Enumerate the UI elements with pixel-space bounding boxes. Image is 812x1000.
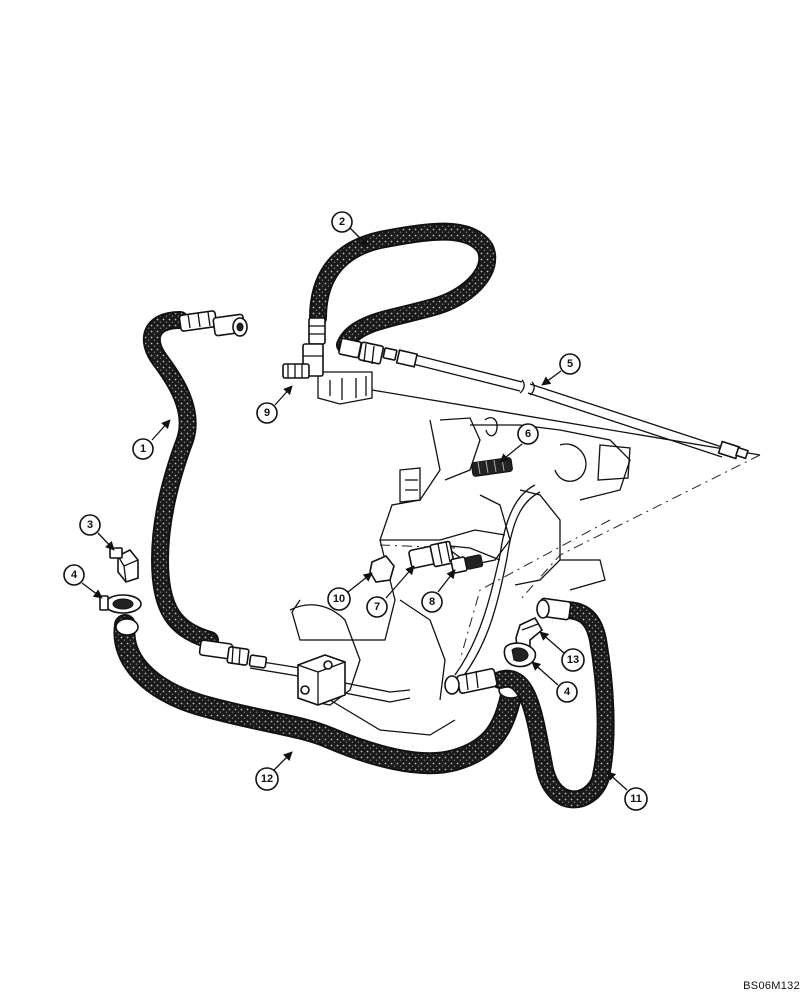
- callout-4-left: 4: [63, 564, 85, 586]
- callout-3: 3: [79, 514, 101, 536]
- plug-10: [369, 555, 395, 583]
- callout-9: 9: [256, 402, 278, 424]
- svg-text:12: 12: [261, 773, 273, 785]
- sensor-6: [471, 457, 513, 477]
- hose-11: [491, 601, 615, 809]
- hose-12: [113, 614, 524, 775]
- clamp-4-right: [503, 642, 537, 668]
- callout-13: 13: [561, 648, 585, 672]
- svg-text:6: 6: [525, 428, 531, 440]
- leader-lines: [81, 227, 628, 791]
- callout-6: 6: [517, 423, 539, 445]
- elbow-fitting-3: [109, 547, 139, 583]
- svg-text:10: 10: [333, 593, 345, 605]
- clamp-4-left: [99, 594, 142, 614]
- reference-line: [379, 544, 456, 549]
- reference-line: [459, 519, 611, 661]
- callout-8: 8: [421, 591, 443, 613]
- callout-1: 1: [132, 438, 154, 460]
- svg-text:8: 8: [429, 596, 435, 608]
- svg-text:1: 1: [140, 443, 146, 455]
- callout-7: 7: [366, 596, 388, 618]
- svg-text:4: 4: [71, 569, 78, 581]
- elbow-fitting-7: [408, 540, 455, 569]
- svg-text:7: 7: [374, 601, 380, 613]
- adapter-fitting-8: [450, 554, 484, 574]
- svg-text:5: 5: [567, 358, 573, 370]
- callout-11: 11: [624, 787, 648, 811]
- tee-fitting-9: [282, 343, 324, 379]
- svg-text:3: 3: [87, 519, 93, 531]
- manifold-block: [297, 654, 346, 706]
- callout-12: 12: [255, 767, 279, 791]
- svg-text:13: 13: [567, 654, 579, 666]
- steel-tube-5: [395, 349, 749, 460]
- hose-1-top-fitting: [178, 310, 248, 337]
- svg-text:4: 4: [564, 686, 571, 698]
- reference-line: [519, 454, 761, 601]
- lower-steel-tube: [249, 484, 541, 703]
- svg-text:2: 2: [339, 216, 345, 228]
- hose-2: [309, 222, 497, 354]
- callout-4-right: 4: [556, 681, 578, 703]
- figure-reference-code: BS06M132: [743, 980, 800, 992]
- callout-5: 5: [559, 353, 581, 375]
- hose-1-bottom-fitting: [198, 639, 268, 669]
- svg-text:9: 9: [264, 407, 270, 419]
- callout-10: 10: [327, 587, 351, 611]
- callout-2: 2: [331, 211, 353, 233]
- svg-text:11: 11: [630, 793, 642, 805]
- hose-1: [142, 311, 219, 649]
- hose-2-fittings: [308, 317, 398, 365]
- hose-11-fittings: [444, 597, 572, 695]
- pump-housing-outline: [289, 371, 761, 736]
